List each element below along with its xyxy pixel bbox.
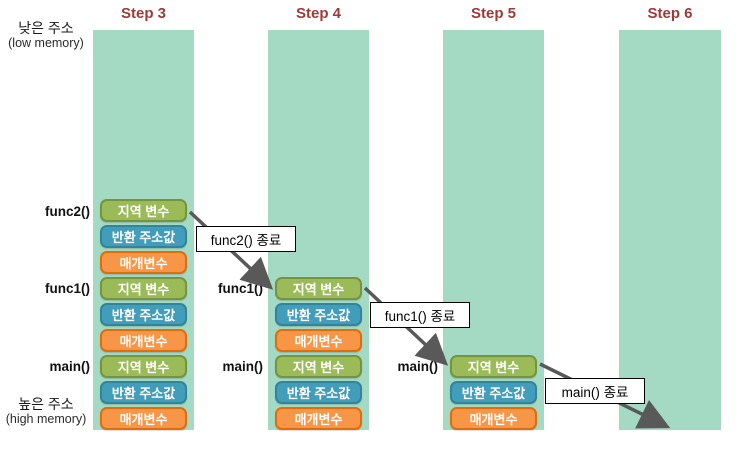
step4-main-return-address-box: 반환 주소값 <box>275 381 362 404</box>
step5-main-parameters-box: 매개변수 <box>450 407 537 430</box>
step3-main-return-address-box: 반환 주소값 <box>100 381 187 404</box>
func1-label-step4: func1() <box>218 281 263 296</box>
step4-func1-local-variables-box: 지역 변수 <box>275 277 362 300</box>
step3-main-local-variables-box: 지역 변수 <box>100 355 187 378</box>
step-3-label: Step 3 <box>120 5 166 22</box>
step-5-label: Step 5 <box>470 5 516 22</box>
step3-func2-parameters-box: 매개변수 <box>100 251 187 274</box>
step5-main-return-address-box: 반환 주소값 <box>450 381 537 404</box>
step4-main-local-variables-box: 지역 변수 <box>275 355 362 378</box>
step3-func1-local-variables-box: 지역 변수 <box>100 277 187 300</box>
low-memory-label-english: (low memory) <box>8 36 84 50</box>
step3-func1-return-address-box: 반환 주소값 <box>100 303 187 326</box>
step4-func1-return-address-box: 반환 주소값 <box>275 303 362 326</box>
main-label-step5: main() <box>397 359 439 374</box>
step3-func1-parameters-box: 매개변수 <box>100 329 187 352</box>
func1-label-step3: func1() <box>45 281 90 296</box>
func2-exit-callout: func2() 종료 <box>196 226 296 252</box>
step3-func2-local-variables-box: 지역 변수 <box>100 199 187 222</box>
func2-label-step3: func2() <box>45 204 90 219</box>
step3-main-parameters-box: 매개변수 <box>100 407 187 430</box>
step3-func2-return-address-box: 반환 주소값 <box>100 225 187 248</box>
step5-main-local-variables-box: 지역 변수 <box>450 355 537 378</box>
func1-exit-callout: func1() 종료 <box>370 302 470 328</box>
main-label-step3: main() <box>49 359 91 374</box>
step4-func1-parameters-box: 매개변수 <box>275 329 362 352</box>
memory-column-step6 <box>619 30 721 430</box>
step-4-label: Step 4 <box>295 5 341 22</box>
main-label-step4: main() <box>222 359 264 374</box>
low-memory-label-korean: 낮은 주소 <box>18 20 74 36</box>
high-memory-label-korean: 높은 주소 <box>18 396 74 412</box>
step4-main-parameters-box: 매개변수 <box>275 407 362 430</box>
step-6-label: Step 6 <box>647 5 693 22</box>
main-exit-callout: main() 종료 <box>545 378 645 404</box>
high-memory-label-english: (high memory) <box>5 412 87 426</box>
